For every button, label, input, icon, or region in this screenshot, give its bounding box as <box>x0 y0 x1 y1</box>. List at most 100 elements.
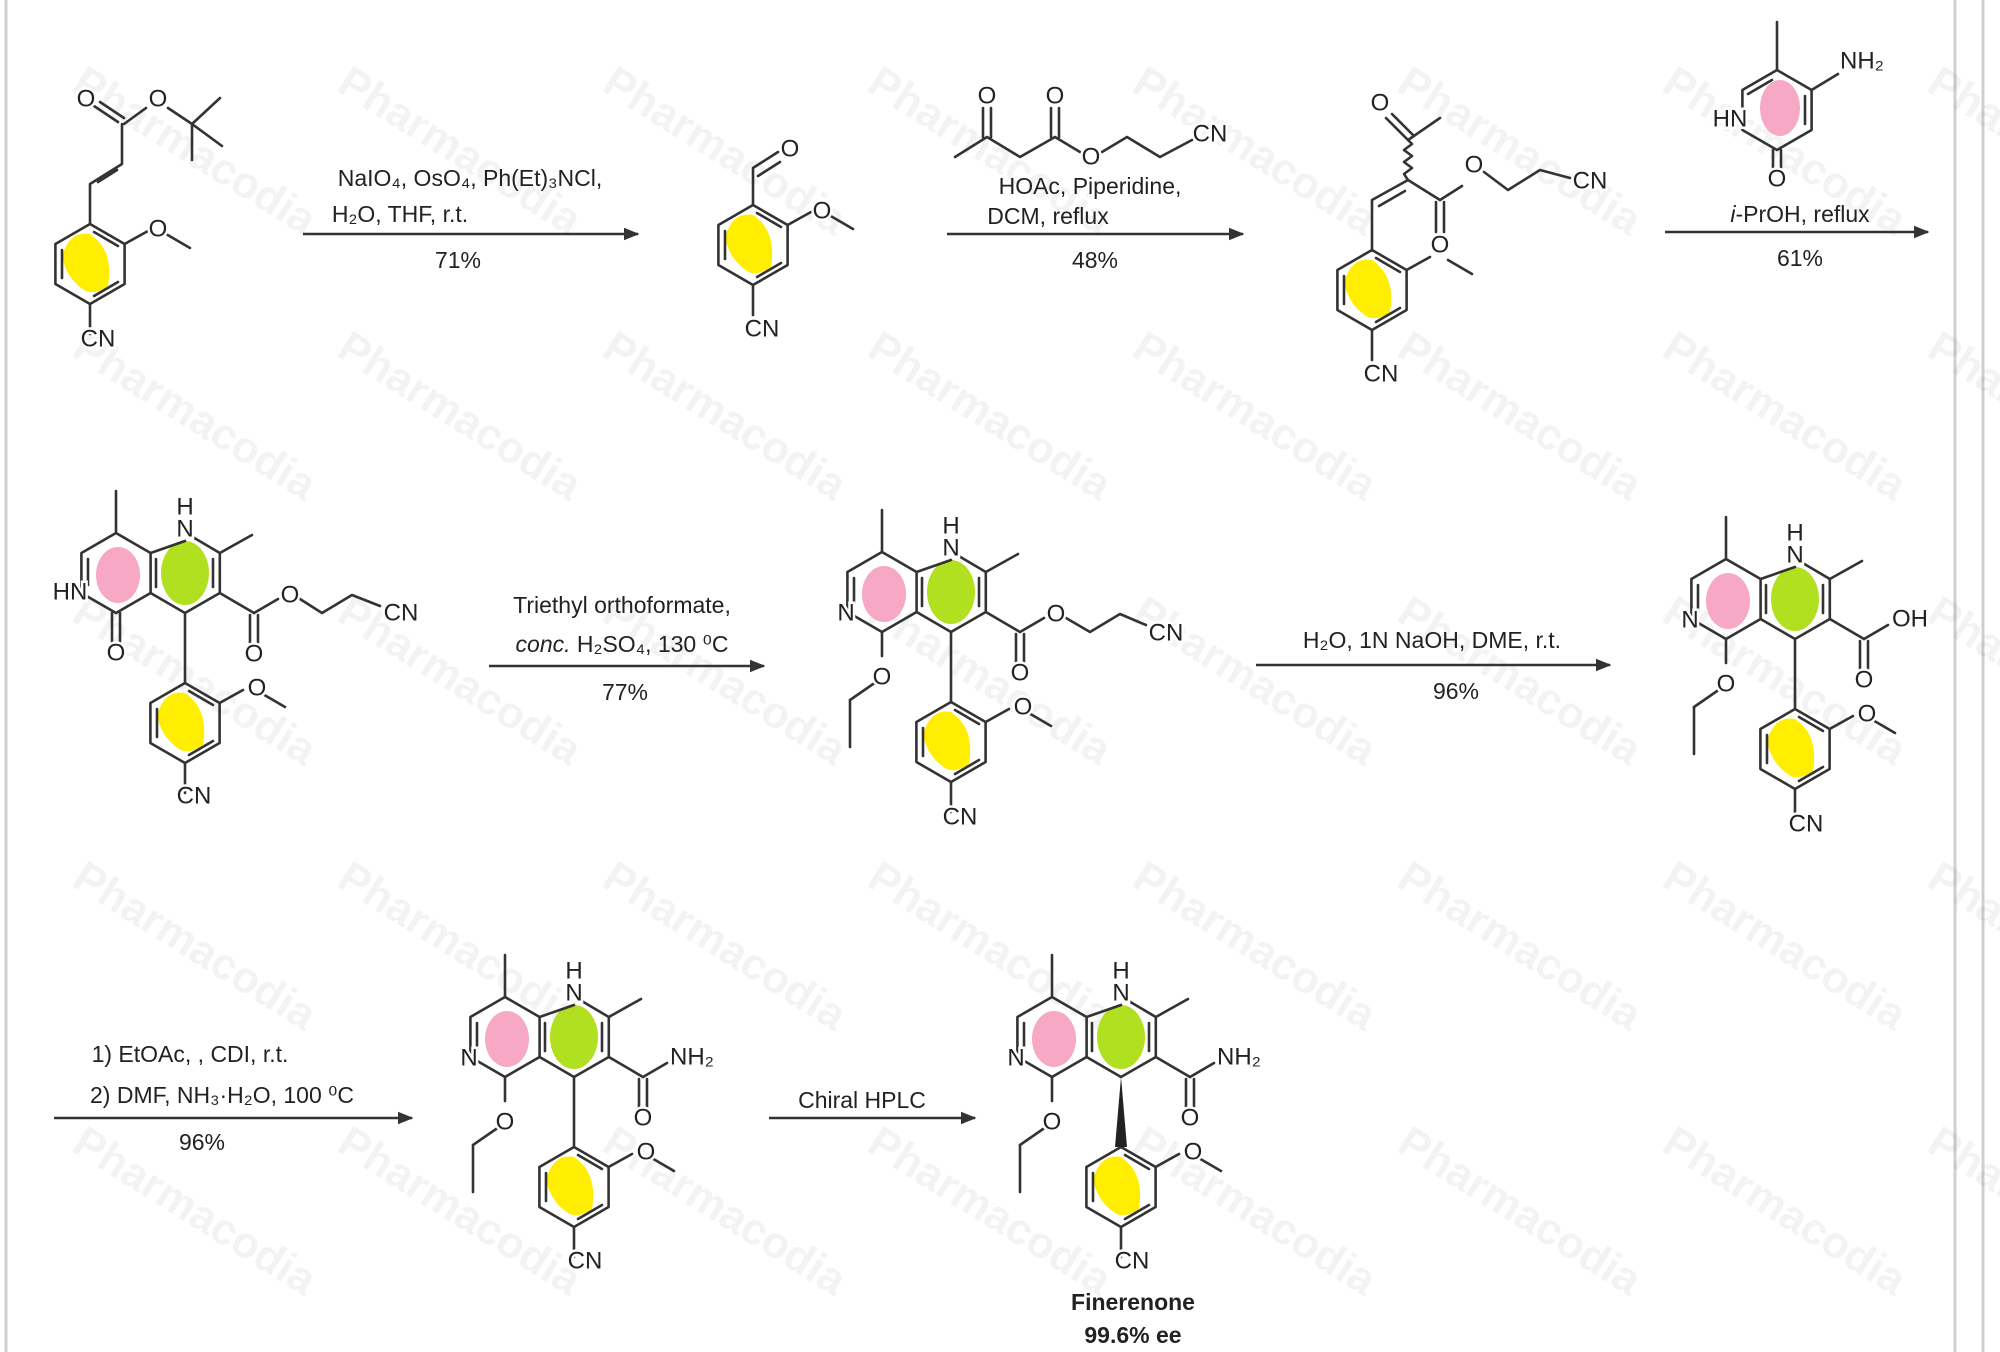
atom-label: N <box>837 599 854 626</box>
watermark-text: Pharmacodia <box>1920 322 2000 510</box>
step-condition-italic: conc. <box>516 631 571 657</box>
atom-label: O <box>1047 600 1066 627</box>
watermark-text: Pharmacodia <box>860 1117 1121 1305</box>
atom-label: NH₂ <box>1840 47 1884 74</box>
atom-label: N <box>1112 979 1129 1006</box>
step-condition: i-PrOH, reflux <box>1730 201 1870 227</box>
watermark-text: Pharmacodia <box>860 852 1121 1040</box>
atom-label: O <box>496 1108 515 1135</box>
atom-label: O <box>813 197 832 224</box>
watermark-text: Pharmacodia <box>1920 57 2000 245</box>
atom-label: O <box>1858 700 1877 727</box>
watermark-text: Pharmacodia <box>1390 57 1651 245</box>
atom-label: O <box>1046 82 1065 109</box>
molecule-carboxylic-acid: N O N H OH O O CN <box>1679 515 1931 840</box>
watermark-text: Pharmacodia <box>1920 1117 2000 1305</box>
step-condition: DCM, reflux <box>987 203 1109 229</box>
step-condition: H₂O, 1N NaOH, DME, r.t. <box>1303 627 1561 653</box>
atom-label: H <box>1112 957 1129 984</box>
atom-label: O <box>634 1104 653 1131</box>
atom-label: O <box>281 581 300 608</box>
watermark-text: Pharmacodia <box>1390 1117 1651 1305</box>
atom-label: O <box>1181 1104 1200 1131</box>
atom-label: O <box>1014 693 1033 720</box>
step-condition-rest: -PrOH, reflux <box>1735 201 1870 227</box>
step-condition: Chiral HPLC <box>798 1087 926 1113</box>
atom-label: O <box>1082 143 1101 170</box>
step-yield: 61% <box>1777 245 1823 271</box>
reagent-aminopyridone: HN NH₂ O <box>1710 20 1886 195</box>
watermark-text: Pharmacodia <box>1655 1117 1916 1305</box>
atom-label: CN <box>1573 167 1608 194</box>
atom-label: O <box>978 82 997 109</box>
atom-label: OH <box>1892 605 1928 632</box>
step-yield: 71% <box>435 247 481 273</box>
atom-label: O <box>1717 670 1736 697</box>
atom-label: N <box>1786 541 1803 568</box>
atom-label: O <box>1465 151 1484 178</box>
molecule-finerenone: N O N H NH₂ O O CN Finerenone 99.6% ee <box>1005 953 1263 1348</box>
molecule-racemic-amide: N O N H NH₂ O O CN <box>458 953 716 1277</box>
watermark-text: Pharmacodia <box>1655 852 1916 1040</box>
watermark-text: Pharmacodia <box>1125 57 1386 245</box>
step-yield: 77% <box>602 679 648 705</box>
molecule-aldehyde: O O CN <box>717 133 855 345</box>
reaction-step-7: Chiral HPLC <box>769 1087 977 1125</box>
watermark-text: Pharmacodia <box>595 852 856 1040</box>
watermark-text: Pharmacodia <box>1920 852 2000 1040</box>
wedge-bond <box>1115 1077 1127 1147</box>
atom-label: O <box>149 85 168 112</box>
watermark-text: Pharmacodia <box>1125 587 1386 775</box>
product-ee: 99.6% ee <box>1084 1322 1181 1348</box>
atom-label: O <box>1768 165 1787 192</box>
atom-label: O <box>637 1138 656 1165</box>
watermark-text: Pharmacodia <box>860 322 1121 510</box>
atom-label: N <box>1007 1044 1024 1071</box>
step-yield: 96% <box>1433 678 1479 704</box>
atom-label: O <box>1431 231 1450 258</box>
atom-label: O <box>77 85 96 112</box>
atom-label: O <box>1184 1138 1203 1165</box>
reaction-step-5: H₂O, 1N NaOH, DME, r.t. 96% <box>1256 627 1612 704</box>
reagent-cyanoethyl-acetoacetate: O O O CN <box>953 80 1230 173</box>
atom-label: CN <box>943 803 978 830</box>
atom-label: CN <box>1364 360 1399 387</box>
product-name: Finerenone <box>1071 1289 1195 1315</box>
step-condition: NaIO₄, OsO₄, Ph(Et)₃NCl, <box>338 165 603 191</box>
atom-label: O <box>1371 89 1390 116</box>
watermark-text: Pharmacodia <box>1125 1117 1386 1305</box>
atom-label: NH₂ <box>1217 1043 1261 1070</box>
molecule-knoevenagel-product: O O O CN O CN <box>1336 87 1610 390</box>
atom-label: HN <box>1713 105 1748 132</box>
step-condition: H₂O, THF, r.t. <box>332 201 468 227</box>
reaction-step-2: HOAc, Piperidine, DCM, reflux 48% <box>947 173 1245 273</box>
watermark-text: Pharmacodia <box>1390 852 1651 1040</box>
atom-label: H <box>565 957 582 984</box>
atom-label: N <box>1681 606 1698 633</box>
watermark-text: Pharmacodia <box>330 322 591 510</box>
watermark-text: Pharmacodia <box>595 1117 856 1305</box>
atom-label: CN <box>384 599 419 626</box>
reaction-step-3: i-PrOH, reflux 61% <box>1665 201 1930 271</box>
step-condition: HOAc, Piperidine, <box>999 173 1182 199</box>
atom-label: H <box>1786 519 1803 546</box>
atom-label: CN <box>745 315 780 342</box>
step-condition: conc. H₂SO₄, 130 ⁰C <box>516 631 729 657</box>
watermark-text: Pharmacodia <box>65 852 326 1040</box>
atom-label: O <box>107 639 126 666</box>
atom-label: O <box>149 215 168 242</box>
atom-label: CN <box>1149 619 1184 646</box>
step-condition: 1) EtOAc, , CDI, r.t. <box>92 1041 289 1067</box>
watermark-text: Pharmacodia <box>65 57 326 245</box>
watermark-text: Pharmacodia <box>595 322 856 510</box>
watermark-text: Pharmacodia <box>1920 587 2000 775</box>
watermark-text: Pharmacodia <box>1390 587 1651 775</box>
atom-label: O <box>1855 666 1874 693</box>
watermark-text: Pharmacodia <box>330 1117 591 1305</box>
atom-label: CN <box>1789 810 1824 837</box>
atom-label: CN <box>568 1247 603 1274</box>
atom-label: CN <box>1115 1247 1150 1274</box>
atom-label: O <box>245 640 264 667</box>
atom-label: O <box>873 663 892 690</box>
